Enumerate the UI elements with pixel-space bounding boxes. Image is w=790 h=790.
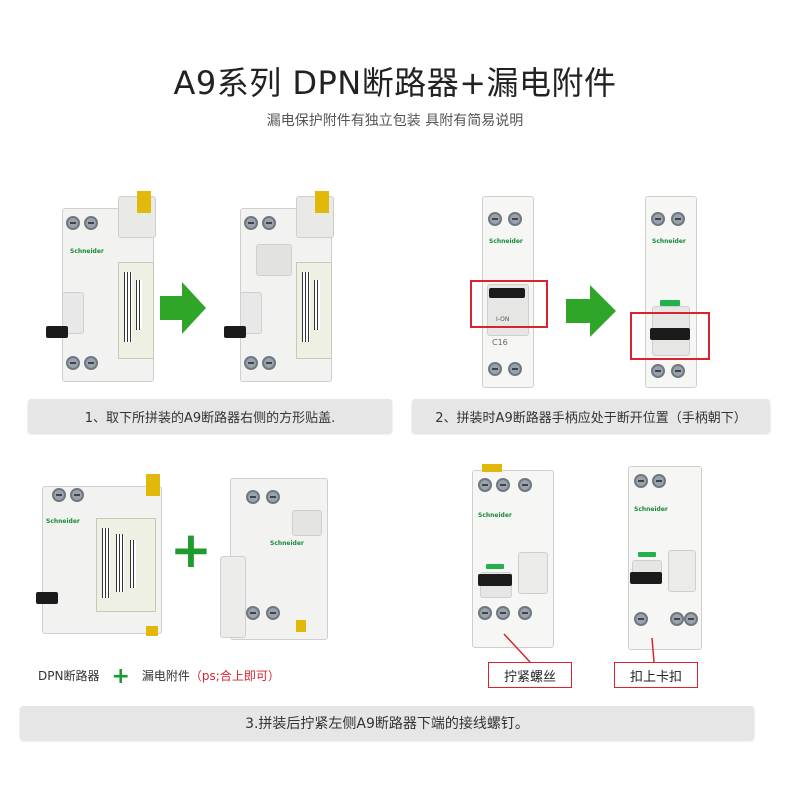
step2-caption: 2、拼装时A9断路器手柄应处于断开位置（手柄朝下） xyxy=(412,399,770,433)
pointer-line-icon xyxy=(503,633,531,663)
assembly-legend: DPN断路器 + 漏电附件（ps;合上即可） xyxy=(38,664,280,689)
brand-text: Schneider xyxy=(634,506,668,513)
page-title: A9系列 DPN断路器+漏电附件 xyxy=(173,64,617,102)
plus-icon: + xyxy=(170,521,212,579)
brand-text: Schneider xyxy=(489,238,523,245)
brand-text: Schneider xyxy=(478,512,512,519)
part-dpn-label: DPN断路器 xyxy=(38,669,100,683)
brand-text: Schneider xyxy=(46,518,80,525)
arrow-right-icon xyxy=(566,285,616,337)
page-subtitle: 漏电保护附件有独立包装 具附有简易说明 xyxy=(266,113,524,129)
arrow-right-icon xyxy=(160,282,206,334)
brand-text: Schneider xyxy=(70,248,104,255)
handle-off-highlight xyxy=(630,312,710,360)
step1-caption: 1、取下所拼装的A9断路器右侧的方形贴盖. xyxy=(28,399,392,433)
brand-text: Schneider xyxy=(652,238,686,245)
clip-latch-tag: 扣上卡扣 xyxy=(614,662,698,688)
on-mark: I-ON xyxy=(496,316,510,323)
part-rcd-label: 漏电附件 xyxy=(141,669,190,683)
brand-text: Schneider xyxy=(270,540,304,547)
plus-icon: + xyxy=(111,664,130,689)
handle-on-highlight xyxy=(470,280,548,328)
pointer-line-icon xyxy=(651,637,655,663)
step3-caption: 3.拼装后拧紧左侧A9断路器下端的接线螺钉。 xyxy=(20,706,754,740)
rating-text: C16 xyxy=(492,338,508,347)
part-rcd-note: （ps;合上即可） xyxy=(189,669,280,683)
tighten-screw-tag: 拧紧螺丝 xyxy=(488,662,572,688)
